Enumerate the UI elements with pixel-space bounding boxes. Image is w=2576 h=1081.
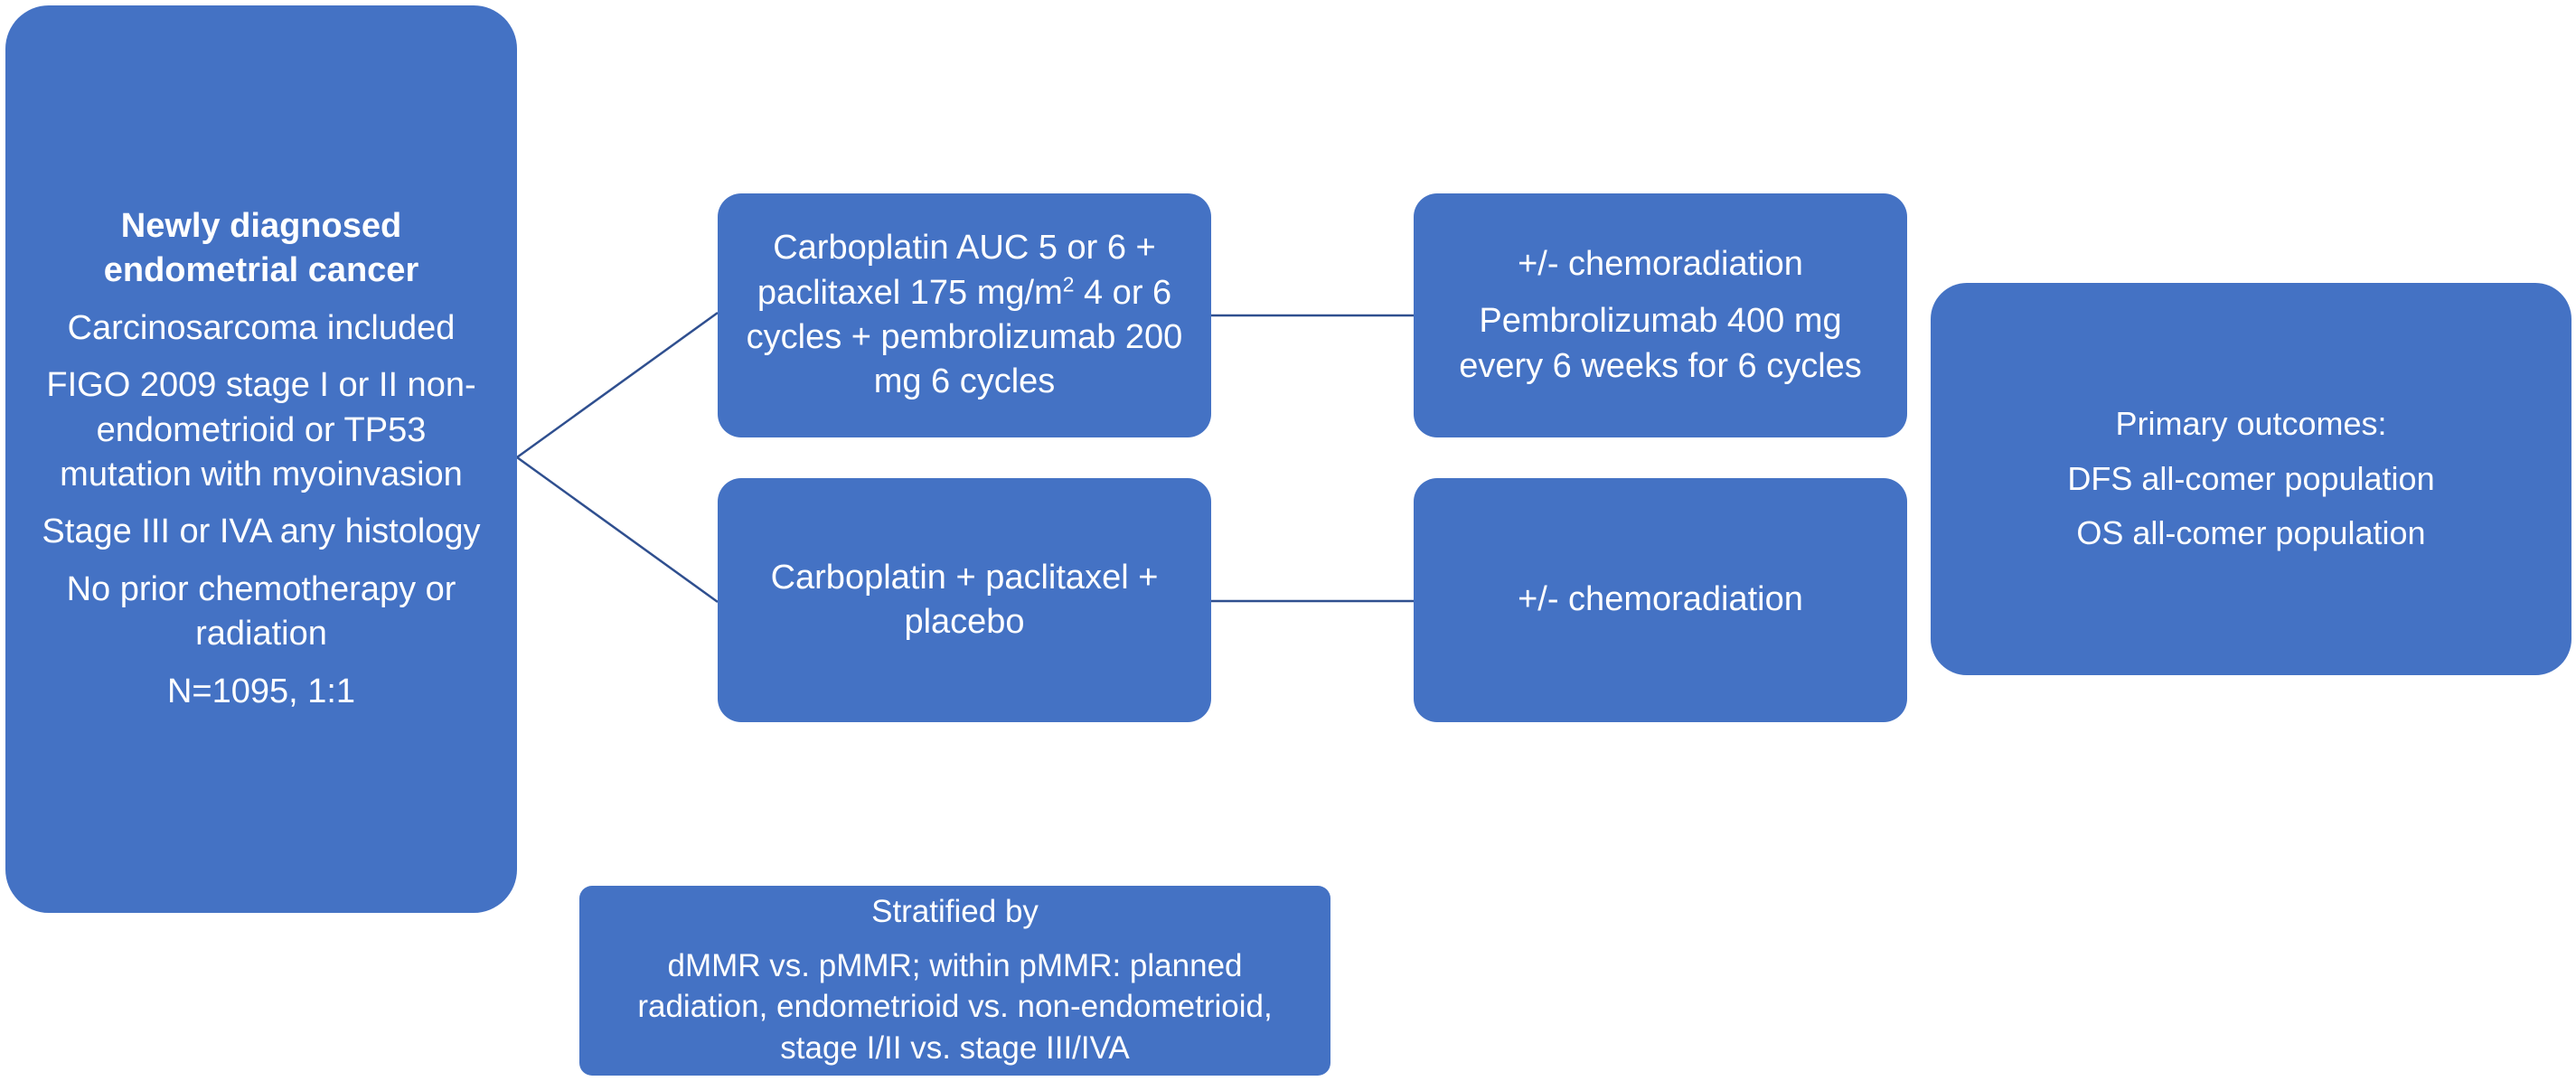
arm1-line2-post: 4 or 6 xyxy=(1074,273,1172,312)
population-item-no-prior-line1: No prior chemotherapy or xyxy=(66,569,456,608)
after1-line2: Pembrolizumab 400 mg xyxy=(1479,302,1842,341)
primary-outcomes-box: Primary outcomes: DFS all-comer populati… xyxy=(1931,283,2571,675)
after1-line3: every 6 weeks for 6 cycles xyxy=(1459,346,1862,385)
arm1-line4: mg 6 cycles xyxy=(873,362,1056,401)
arm1-line2-sup: 2 xyxy=(1062,271,1075,296)
arm1-line3: cycles + pembrolizumab 200 xyxy=(746,318,1183,356)
population-item-carcinosarcoma: Carcinosarcoma included xyxy=(67,308,456,347)
stratification-title: Stratified by xyxy=(871,894,1039,929)
population-box: Newly diagnosed endometrial cancer Carci… xyxy=(5,5,517,913)
arm2-line1: Carboplatin + paclitaxel + xyxy=(770,558,1159,597)
arm1-line1: Carboplatin AUC 5 or 6 + xyxy=(773,229,1156,268)
population-item-figo-line2: endometrioid or TP53 xyxy=(96,410,427,449)
arm1-line2-pre: paclitaxel 175 mg/m xyxy=(757,273,1063,312)
arm1-line2: paclitaxel 175 mg/m2 4 or 6 xyxy=(757,271,1171,315)
arm2-followup-box: +/- chemoradiation xyxy=(1414,478,1907,722)
population-item-figo-line1: FIGO 2009 stage I or II non- xyxy=(46,366,476,405)
population-item-stage-iii: Stage III or IVA any histology xyxy=(42,512,481,551)
stratification-line3: stage I/II vs. stage III/IVA xyxy=(780,1029,1130,1066)
connector-population-to-arm1 xyxy=(516,311,719,459)
outcomes-title: Primary outcomes: xyxy=(2115,404,2387,442)
arm2-line2: placebo xyxy=(904,603,1025,641)
stratification-line2: radiation, endometrioid vs. non-endometr… xyxy=(637,989,1273,1024)
population-item-figo-line3: mutation with myoinvasion xyxy=(60,456,463,494)
connector-population-to-arm2 xyxy=(516,456,719,604)
outcomes-item-os: OS all-comer population xyxy=(2076,514,2426,552)
population-title-line2: endometrial cancer xyxy=(103,251,419,290)
after2-line1: +/- chemoradiation xyxy=(1518,580,1803,619)
population-title-line1: Newly diagnosed xyxy=(120,207,402,246)
arm2-treatment-box: Carboplatin + paclitaxel + placebo xyxy=(718,478,1211,722)
arm1-followup-box: +/- chemoradiation Pembrolizumab 400 mg … xyxy=(1414,193,1907,437)
arm1-treatment-box: Carboplatin AUC 5 or 6 + paclitaxel 175 … xyxy=(718,193,1211,437)
population-item-no-prior-line2: radiation xyxy=(195,615,327,653)
stratification-line1: dMMR vs. pMMR; within pMMR: planned xyxy=(667,947,1243,983)
after1-line1: +/- chemoradiation xyxy=(1518,244,1803,283)
stratification-box: Stratified by dMMR vs. pMMR; within pMMR… xyxy=(579,886,1330,1076)
population-item-n: N=1095, 1:1 xyxy=(166,672,356,710)
outcomes-item-dfs: DFS all-comer population xyxy=(2067,459,2435,497)
